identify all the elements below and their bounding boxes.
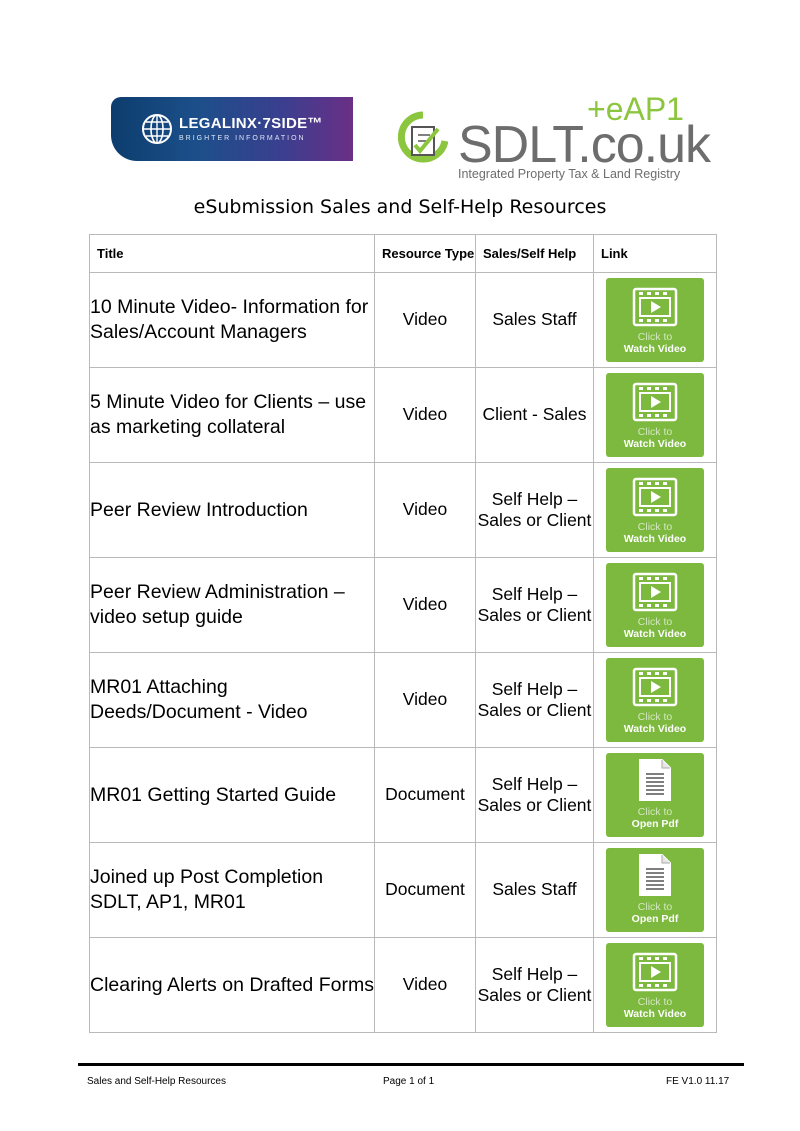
button-action-label: Watch Video (623, 438, 687, 450)
row-title: 10 Minute Video- Information for Sales/A… (89, 272, 375, 368)
table-row: Peer Review Administration – video setup… (89, 557, 717, 653)
button-click-label: Click to (637, 426, 673, 438)
row-title: Peer Review Introduction (89, 462, 375, 558)
button-click-label: Click to (637, 616, 673, 628)
button-action-label: Watch Video (623, 628, 687, 640)
row-title: Clearing Alerts on Drafted Forms (89, 937, 375, 1033)
button-action-label: Open Pdf (631, 818, 679, 830)
button-action-label: Watch Video (623, 533, 687, 545)
button-action-label: Watch Video (623, 723, 687, 735)
header-sales-self-help: Sales/Self Help (475, 234, 594, 273)
sdlt-logo-plus: +eAP1 (587, 91, 684, 127)
button-click-label: Click to (637, 521, 673, 533)
header-link: Link (593, 234, 717, 273)
video-icon (632, 477, 678, 517)
header-resource-type: Resource Type (374, 234, 476, 273)
row-sales-self-help: Self Help – Sales or Client (475, 462, 594, 558)
row-sales-self-help: Sales Staff (475, 842, 594, 938)
legalinx-logo-name: LEGALINX·7SIDE™ (179, 115, 323, 132)
footer-left: Sales and Self-Help Resources (87, 1076, 226, 1087)
checklist-badge-icon (398, 111, 448, 163)
document-icon (639, 854, 671, 896)
row-sales-self-help: Self Help – Sales or Client (475, 747, 594, 843)
row-resource-type: Video (374, 937, 476, 1033)
row-sales-self-help: Client - Sales (475, 367, 594, 463)
document-icon (639, 759, 671, 801)
row-resource-type: Video (374, 272, 476, 368)
row-resource-type: Video (374, 652, 476, 748)
row-resource-type: Video (374, 462, 476, 558)
table-row: 5 Minute Video for Clients – use as mark… (89, 367, 717, 463)
table-row: Joined up Post Completion SDLT, AP1, MR0… (89, 842, 717, 938)
button-action-label: Open Pdf (631, 913, 679, 925)
row-title: Joined up Post Completion SDLT, AP1, MR0… (89, 842, 375, 938)
button-click-label: Click to (637, 996, 673, 1008)
video-icon (632, 667, 678, 707)
sdlt-logo: +eAP1 SDLT.co.uk Integrated Property Tax… (392, 91, 711, 185)
sdlt-logo-subtitle: Integrated Property Tax & Land Registry (458, 167, 681, 181)
footer-rule (78, 1063, 744, 1066)
row-sales-self-help: Self Help – Sales or Client (475, 652, 594, 748)
row-title: 5 Minute Video for Clients – use as mark… (89, 367, 375, 463)
row-resource-type: Video (374, 557, 476, 653)
resources-table: Title Resource Type Sales/Self Help Link… (89, 234, 717, 1033)
table-row: 10 Minute Video- Information for Sales/A… (89, 272, 717, 368)
footer-version: FE V1.0 11.17 (666, 1076, 730, 1087)
row-resource-type: Document (374, 747, 476, 843)
footer-page-number: Page 1 of 1 (383, 1076, 435, 1087)
sdlt-logo-main: SDLT.co.uk (458, 116, 711, 174)
button-click-label: Click to (637, 901, 673, 913)
legalinx-logo-tagline: BRIGHTER INFORMATION (179, 135, 306, 142)
globe-icon (142, 114, 172, 144)
button-action-label: Watch Video (623, 343, 687, 355)
row-resource-type: Video (374, 367, 476, 463)
row-resource-type: Document (374, 842, 476, 938)
header-title: Title (89, 234, 375, 273)
legalinx-logo: LEGALINX·7SIDE™ BRIGHTER INFORMATION (111, 97, 353, 161)
row-title: MR01 Getting Started Guide (89, 747, 375, 843)
document-title: eSubmission Sales and Self-Help Resource… (193, 196, 607, 218)
button-click-label: Click to (637, 711, 673, 723)
video-icon (632, 952, 678, 992)
row-sales-self-help: Self Help – Sales or Client (475, 937, 594, 1033)
button-click-label: Click to (637, 331, 673, 343)
button-action-label: Watch Video (623, 1008, 687, 1020)
table-header-row: Title Resource Type Sales/Self Help Link (89, 234, 717, 273)
video-icon (632, 572, 678, 612)
video-icon (632, 382, 678, 422)
row-sales-self-help: Self Help – Sales or Client (475, 557, 594, 653)
row-title: Peer Review Administration – video setup… (89, 557, 375, 653)
row-title: MR01 Attaching Deeds/Document - Video (89, 652, 375, 748)
video-icon (632, 287, 678, 327)
row-sales-self-help: Sales Staff (475, 272, 594, 368)
button-click-label: Click to (637, 806, 673, 818)
